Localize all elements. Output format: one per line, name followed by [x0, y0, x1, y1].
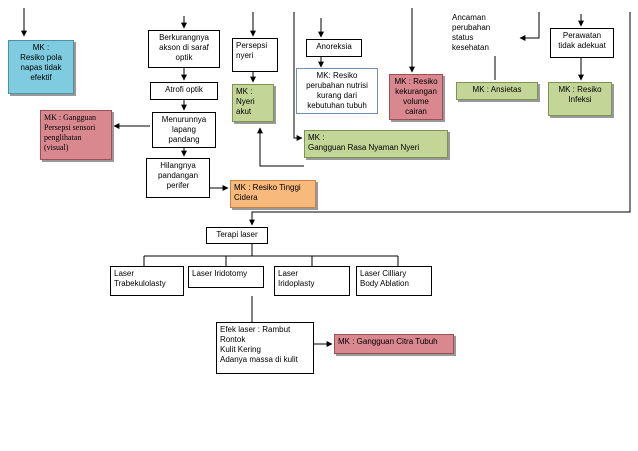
arrow-into-rasa-nyaman: [293, 12, 303, 141]
node-resiko-nutrisi: MK: Resiko perubahan nutrisi kurang dari…: [296, 68, 378, 114]
node-nyeri-akut: MK : Nyeri akut: [232, 84, 274, 122]
node-hilangnya-pandangan: Hilangnya pandangan perifer: [146, 158, 210, 198]
node-ancaman-text: Ancaman perubahan status kesehatan: [452, 13, 491, 52]
node-persepsi-nyeri-text: Persepsi nyeri: [236, 41, 268, 60]
node-rasa-nyaman: MK : Gangguan Rasa Nyaman Nyeri: [304, 130, 448, 158]
node-terapi-laser-text: Terapi laser: [216, 230, 258, 239]
node-laser-trabekulolasty-text: Laser Trabekulolasty: [114, 269, 166, 288]
node-menurunnya-lapang-text: Menurunnya lapang pandang: [161, 115, 207, 144]
node-resiko-cairan: MK : Resiko kekurangan volume cairan: [389, 74, 443, 120]
node-berkurangnya-akson: Berkurangnya akson di saraf optik: [148, 30, 220, 68]
node-resiko-infeksi-text: MK : Resiko Infeksi: [558, 85, 602, 104]
node-anoreksia: Anoreksia: [306, 39, 362, 57]
node-atrofi-optik: Atrofi optik: [150, 82, 218, 100]
node-laser-ciliary: Laser Cilliary Body Ablation: [356, 266, 432, 296]
node-efek-laser-text: Efek laser : Rambut Rontok Kulit Kering …: [220, 325, 298, 364]
node-resiko-pola-napas: MK : Resiko pola napas tidak efektif: [8, 40, 74, 94]
node-persepsi-nyeri: Persepsi nyeri: [232, 38, 278, 72]
node-anoreksia-text: Anoreksia: [316, 42, 352, 51]
node-resiko-infeksi: MK : Resiko Infeksi: [548, 82, 612, 116]
node-laser-ciliary-text: Laser Cilliary Body Ablation: [360, 269, 409, 288]
node-terapi-laser: Terapi laser: [206, 227, 268, 244]
node-citra-tubuh-text: MK : Gangguan Citra Tubuh: [338, 337, 438, 346]
node-laser-trabekulolasty: Laser Trabekulolasty: [110, 266, 184, 296]
node-resiko-cidera: MK : Resiko Tinggi Cidera: [230, 180, 316, 208]
node-laser-iridoplasty: Laser Iridoplasty: [274, 266, 350, 296]
node-rasa-nyaman-text: MK : Gangguan Rasa Nyaman Nyeri: [308, 133, 420, 152]
node-resiko-pola-napas-text: MK : Resiko pola napas tidak efektif: [20, 43, 62, 82]
node-ancaman: Ancaman perubahan status kesehatan: [448, 10, 520, 56]
node-atrofi-optik-text: Atrofi optik: [165, 85, 203, 94]
node-resiko-cidera-text: MK : Resiko Tinggi Cidera: [234, 183, 301, 202]
node-laser-iridotomy-text: Laser Iridotomy: [192, 269, 248, 278]
node-citra-tubuh: MK : Gangguan Citra Tubuh: [334, 334, 454, 354]
arrow-rasa-nyaman-to-nyeri: [257, 127, 304, 167]
node-laser-iridotomy: Laser Iridotomy: [188, 266, 264, 288]
node-efek-laser: Efek laser : Rambut Rontok Kulit Kering …: [216, 322, 314, 374]
node-nyeri-akut-text: MK : Nyeri akut: [236, 87, 255, 116]
node-hilangnya-pandangan-text: Hilangnya pandangan perifer: [157, 161, 199, 190]
node-ansietas-text: MK : Ansietas: [472, 85, 522, 94]
node-ansietas: MK : Ansietas: [456, 82, 538, 100]
node-perawatan-text: Perawatan tidak adekuat: [558, 31, 606, 50]
node-berkurangnya-akson-text: Berkurangnya akson di saraf optik: [159, 33, 209, 62]
node-perawatan: Perawatan tidak adekuat: [550, 28, 614, 58]
node-laser-iridoplasty-text: Laser Iridoplasty: [278, 269, 315, 288]
node-gangguan-persepsi: MK : Gangguan Persepsi sensori penglihat…: [40, 110, 112, 160]
arrow-to-terapi-laser: [249, 12, 631, 226]
node-menurunnya-lapang: Menurunnya lapang pandang: [152, 112, 216, 148]
node-resiko-cairan-text: MK : Resiko kekurangan volume cairan: [394, 77, 438, 116]
node-gangguan-persepsi-text: MK : Gangguan Persepsi sensori penglihat…: [44, 113, 96, 152]
arrow-into-ancaman: [519, 12, 540, 41]
node-resiko-nutrisi-text: MK: Resiko perubahan nutrisi kurang dari…: [306, 71, 368, 110]
